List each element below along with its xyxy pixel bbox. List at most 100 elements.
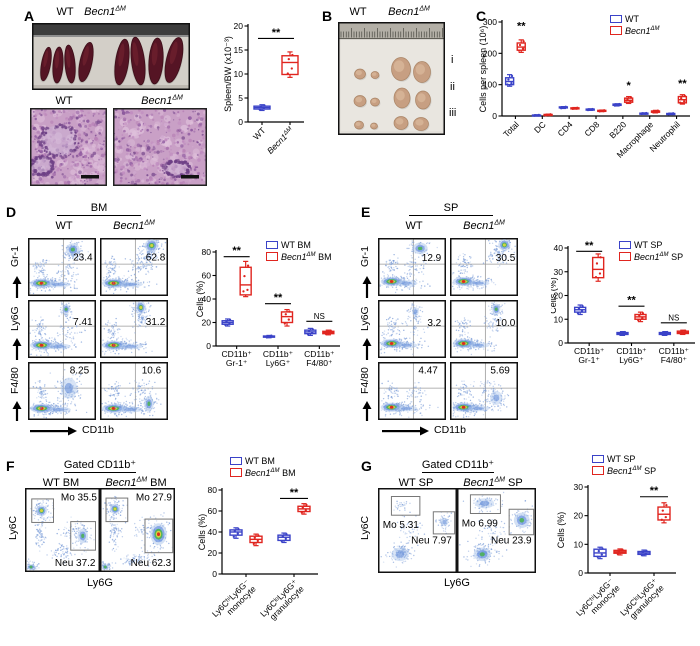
panel-label-e: E (361, 204, 371, 220)
legend-entry: WT BM (230, 456, 296, 468)
panel-label-b: B (322, 8, 333, 24)
flow-plot-svg: 7.41 (28, 300, 96, 358)
svg-text:40: 40 (202, 294, 212, 304)
svg-text:80: 80 (202, 247, 212, 257)
percentage-label: 10.0 (496, 318, 516, 329)
svg-text:20: 20 (202, 318, 212, 328)
category-label: CD11b⁺Gr-1⁺ (574, 346, 605, 365)
flow-plot-bm-ko-f480: 10.6 (100, 362, 168, 420)
col-label-wtbm-f: WT BM (42, 477, 80, 489)
flow-plot-bm-wt-gr1: 23.4 (28, 238, 96, 296)
significance-label: ** (627, 295, 636, 307)
y-axis-label: Cells (%) (551, 277, 558, 314)
y-axis-label: Spleen/BW (x10⁻³) (223, 36, 233, 112)
flow-plot-sp-wt-f480: 4.47 (378, 362, 446, 420)
svg-text:5: 5 (238, 93, 243, 103)
col-label-ko-d: Becn1ΔM (103, 219, 165, 233)
panel-label-a: A (24, 8, 35, 24)
percentage-label: 4.47 (418, 366, 438, 377)
flow-plot-svg: 4.47 (378, 362, 446, 420)
up-arrow-icon (11, 401, 23, 421)
up-arrow-icon (361, 401, 373, 421)
col-label-ko-e: Becn1ΔM (453, 219, 515, 233)
legend-swatch-icon (230, 456, 242, 465)
hist-label-wt: WT (55, 95, 73, 107)
tissue-header-sp: SP (409, 202, 493, 216)
row-marker-iii: iii (449, 107, 457, 119)
svg-text:10: 10 (234, 69, 244, 79)
col-label-ko-b: Becn1ΔM (383, 5, 435, 19)
histology-svg (113, 108, 207, 186)
legend-entry: Becn1ΔM SP (592, 466, 656, 478)
category-label: Ly6CˡᵒLy6G⁺granulocyte (618, 576, 666, 624)
y-axis-label: Cells (%) (197, 514, 207, 551)
col-label-wt-d: WT (55, 220, 73, 232)
right-arrow-icon (382, 426, 430, 436)
flow-plot-sp-wt-ly6g: 3.2 (378, 300, 446, 358)
percentage-label: Mo 35.5 (61, 493, 98, 504)
flow-plot-sp-wt-gr1: 12.9 (378, 238, 446, 296)
legend-swatch-icon (619, 240, 631, 249)
col-label-wt-b: WT (349, 6, 367, 18)
category-label: CD11b⁺F4/80⁺ (304, 349, 335, 368)
y-axis-label: Cells (%) (196, 281, 205, 318)
right-arrow-icon (30, 426, 78, 436)
flow-x-label-cd11b-e: CD11b (434, 424, 466, 436)
flow-x-label-cd11b-d: CD11b (82, 424, 114, 436)
flow-y-label-f480: F4/80 (359, 367, 371, 395)
flow-y-label-ly6g: Ly6G (9, 306, 21, 332)
gene-label: Becn1ΔM (463, 219, 505, 232)
category-label: CD11b⁺F4/80⁺ (659, 346, 690, 365)
lymph-node-photo-svg (338, 22, 445, 135)
flow-plot-svg: 12.9 (378, 238, 446, 296)
gated-header-g: Gated CD11b⁺ (379, 459, 537, 473)
gated-header-f: Gated CD11b⁺ (26, 459, 174, 473)
flow-y-label-gr1: Gr-1 (359, 246, 371, 268)
legend-entry: Becn1ΔM BM (230, 468, 296, 480)
flow-plot-bm-wt-f480: 8.25 (28, 362, 96, 420)
gene-label: Becn1ΔM BM (105, 476, 167, 489)
legend-swatch-icon (610, 26, 622, 35)
panel-label-g: G (361, 458, 372, 474)
significance-label: ** (290, 487, 299, 499)
flow-plot-svg: 3.2 (378, 300, 446, 358)
percentage-label: Neu 7.97 (411, 535, 452, 546)
category-label: CD8 (582, 119, 601, 138)
flow-plot-bm-wt-ly6g: 7.41 (28, 300, 96, 358)
flow-y-label-ly6c-g: Ly6C (359, 515, 371, 541)
up-arrow-icon (361, 276, 373, 298)
significance-label: ** (650, 485, 659, 497)
col-label-wt-e: WT (405, 220, 423, 232)
y-axis-label: Cells (%) (556, 512, 566, 549)
percentage-label: Neu 23.9 (491, 535, 532, 546)
panel-label-f: F (6, 458, 15, 474)
flow-plot-sp-ko-gr1: 30.5 (450, 238, 518, 296)
legend-swatch-icon (610, 14, 622, 23)
category-label: DC (532, 119, 548, 135)
category-label: CD11b⁺Gr-1⁺ (222, 349, 253, 368)
significance-label: ** (232, 245, 241, 257)
legend-swatch-icon (266, 252, 278, 261)
category-label: B220 (607, 119, 628, 140)
gene-label: Becn1ΔM (113, 219, 155, 232)
svg-text:20: 20 (234, 21, 244, 31)
legend-swatch-icon (619, 252, 631, 261)
scale-bar (81, 175, 99, 179)
spleen-photo (32, 23, 190, 90)
legend-swatch-icon (592, 454, 604, 463)
legend-entry: WT BM (266, 240, 332, 252)
category-label: Ly6CʰⁱLy6G⁻monocyte (574, 576, 622, 624)
tissue-header-bm: BM (57, 202, 141, 216)
significance-label: ** (678, 78, 687, 90)
up-arrow-icon (361, 338, 373, 360)
